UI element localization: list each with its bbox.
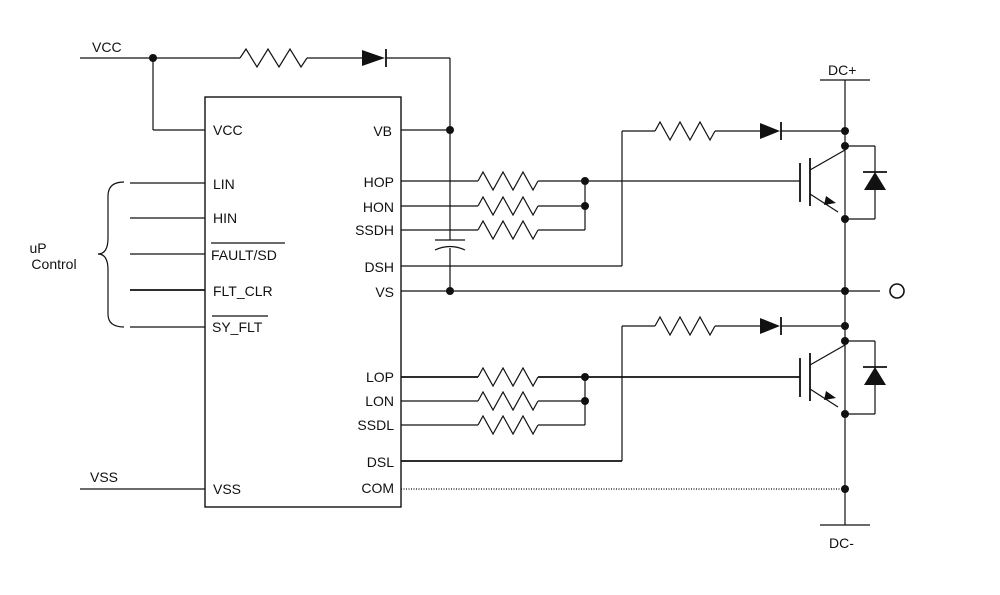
high-side-desat-network [401,120,845,267]
low-side-igbt: DC- [799,291,887,551]
pin-hon: HON [363,199,394,215]
pin-vss: VSS [213,481,241,497]
pin-vcc: VCC [213,122,243,138]
output-terminal[interactable] [889,283,905,299]
vcc-rail: VCC [80,39,451,240]
dc-minus-label: DC- [829,535,854,551]
pin-vb: VB [373,123,392,139]
pin-dsl: DSL [367,454,394,470]
pin-lon: LON [365,393,394,409]
pin-lin: LIN [213,176,235,192]
pin-ssdl: SSDL [357,417,394,433]
pin-dsh: DSH [364,259,394,275]
bootstrap-capacitor-network [401,126,905,299]
pin-vs: VS [375,284,394,300]
up-control-label-1: uP [29,240,46,256]
control-brace [97,181,125,328]
pin-ssdh: SSDH [355,222,394,238]
pin-flt-clr: FLT_CLR [213,283,273,299]
desat-diode-high [760,123,780,139]
vcc-rail-label: VCC [92,39,122,55]
pin-hin: HIN [213,210,237,226]
pin-com: COM [361,480,394,496]
high-side-gate-network [401,170,800,241]
pin-lop: LOP [366,369,394,385]
dc-plus-label: DC+ [828,62,856,78]
pin-fault-sd: FAULT/SD [211,247,277,263]
pin-sy-flt: SY_FLT [212,319,263,335]
low-side-desat-network [401,315,845,462]
freewheel-diode-high [864,172,886,190]
up-control-bus: uP Control [29,181,205,328]
desat-diode-low [760,318,780,334]
low-side-gate-network [401,366,800,436]
bootstrap-cap-plate-bottom [434,245,466,251]
up-control-label-2: Control [31,256,76,272]
bootstrap-diode [362,50,385,66]
vss-rail: VSS [80,469,205,490]
vss-rail-label: VSS [90,469,118,485]
high-side-igbt: DC+ [799,62,887,295]
gate-driver-ic [204,96,402,508]
pin-hop: HOP [364,174,394,190]
freewheel-diode-low [864,367,886,385]
